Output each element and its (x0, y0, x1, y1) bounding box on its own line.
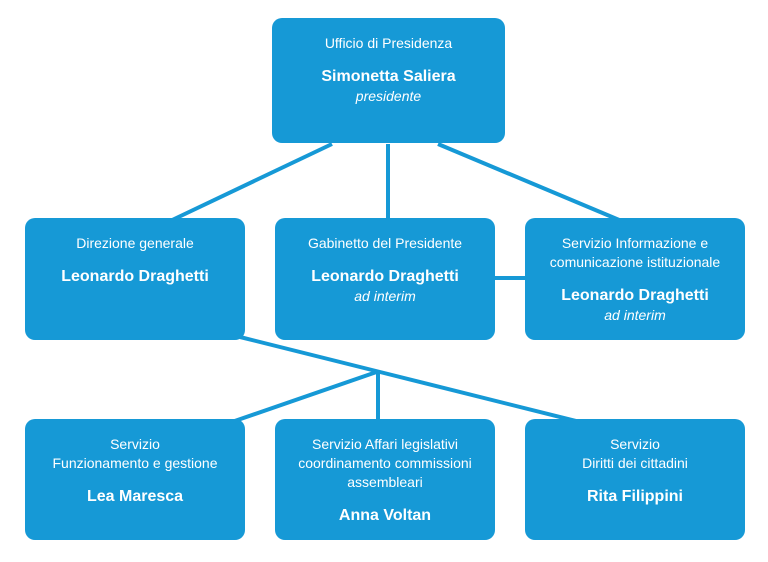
org-node-ufficio-di-presidenza: Ufficio di Presidenza Simonetta Saliera … (272, 18, 505, 143)
node-title: Servizio Affari legislativi coordinament… (298, 436, 472, 490)
org-node-direzione-generale: Direzione generale Leonardo Draghetti (25, 218, 245, 340)
node-title: Servizio Funzionamento e gestione (52, 436, 218, 471)
org-node-servizio-informazione: Servizio Informazione e comunicazione is… (525, 218, 745, 340)
node-title: Ufficio di Presidenza (324, 35, 453, 51)
connector-root-to-direzione (167, 142, 333, 224)
node-title: Direzione generale (76, 235, 194, 251)
org-node-servizio-funzionamento-gestione: Servizio Funzionamento e gestione Lea Ma… (25, 419, 245, 540)
node-role: ad interim (354, 288, 416, 304)
connector-direzione-to-diritti (239, 335, 605, 430)
org-node-servizio-affari-legislativi: Servizio Affari legislativi coordinament… (275, 419, 495, 540)
org-node-servizio-diritti-cittadini: Servizio Diritti dei cittadini Rita Fili… (525, 419, 745, 540)
node-title: Gabinetto del Presidente (307, 235, 463, 251)
node-title: Servizio Informazione e comunicazione is… (549, 235, 721, 270)
org-node-gabinetto-del-presidente: Gabinetto del Presidente Leonardo Draghe… (275, 218, 495, 340)
node-person-name: Simonetta Saliera (321, 68, 456, 85)
connector-root-to-informazione (437, 142, 625, 224)
connector-junction-to-funzionamento (225, 369, 379, 426)
node-person-name: Anna Voltan (338, 507, 432, 524)
node-role: presidente (355, 88, 422, 104)
node-person-name: Leonardo Draghetti (561, 287, 709, 304)
node-person-name: Rita Filippini (587, 488, 683, 505)
node-person-name: Lea Maresca (86, 488, 184, 505)
node-person-name: Leonardo Draghetti (61, 268, 209, 285)
node-person-name: Leonardo Draghetti (311, 268, 459, 285)
node-title: Servizio Diritti dei cittadini (582, 436, 688, 471)
node-role: ad interim (604, 307, 666, 323)
